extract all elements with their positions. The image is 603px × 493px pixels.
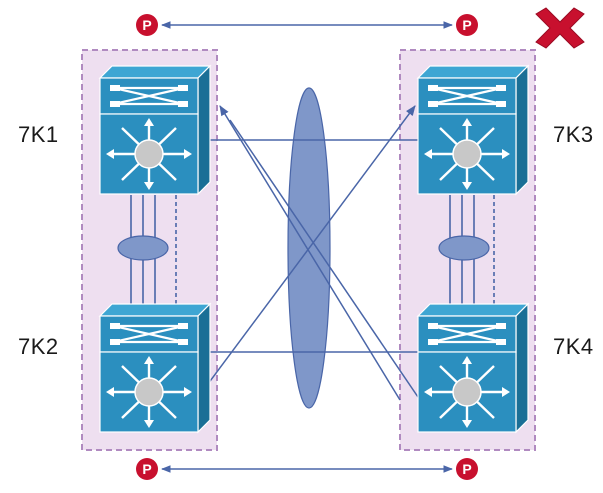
inter-cluster-links: [195, 105, 421, 401]
node-label-7k4: 7K4: [553, 334, 594, 359]
left-peer-lag: [117, 235, 169, 261]
red-x-icon: [535, 7, 585, 49]
node-label-7k2: 7K2: [18, 334, 59, 359]
right-peer-lag: [438, 235, 490, 261]
switch-7k1: [98, 64, 212, 196]
peer-marker-top-left: P: [136, 14, 158, 36]
switch-7k2: [98, 302, 212, 434]
peer-marker-label: P: [142, 461, 151, 477]
node-label-7k1: 7K1: [18, 122, 59, 147]
peer-marker-label: P: [142, 17, 151, 33]
peer-marker-label: P: [462, 461, 471, 477]
peer-marker-label: P: [462, 17, 471, 33]
node-label-7k3: 7K3: [553, 122, 594, 147]
peer-marker-bottom-left: P: [136, 458, 158, 480]
peer-marker-top-right: P: [456, 14, 478, 36]
switch-7k4: [416, 302, 530, 434]
switch-7k3: [416, 64, 530, 196]
peer-marker-bottom-right: P: [456, 458, 478, 480]
